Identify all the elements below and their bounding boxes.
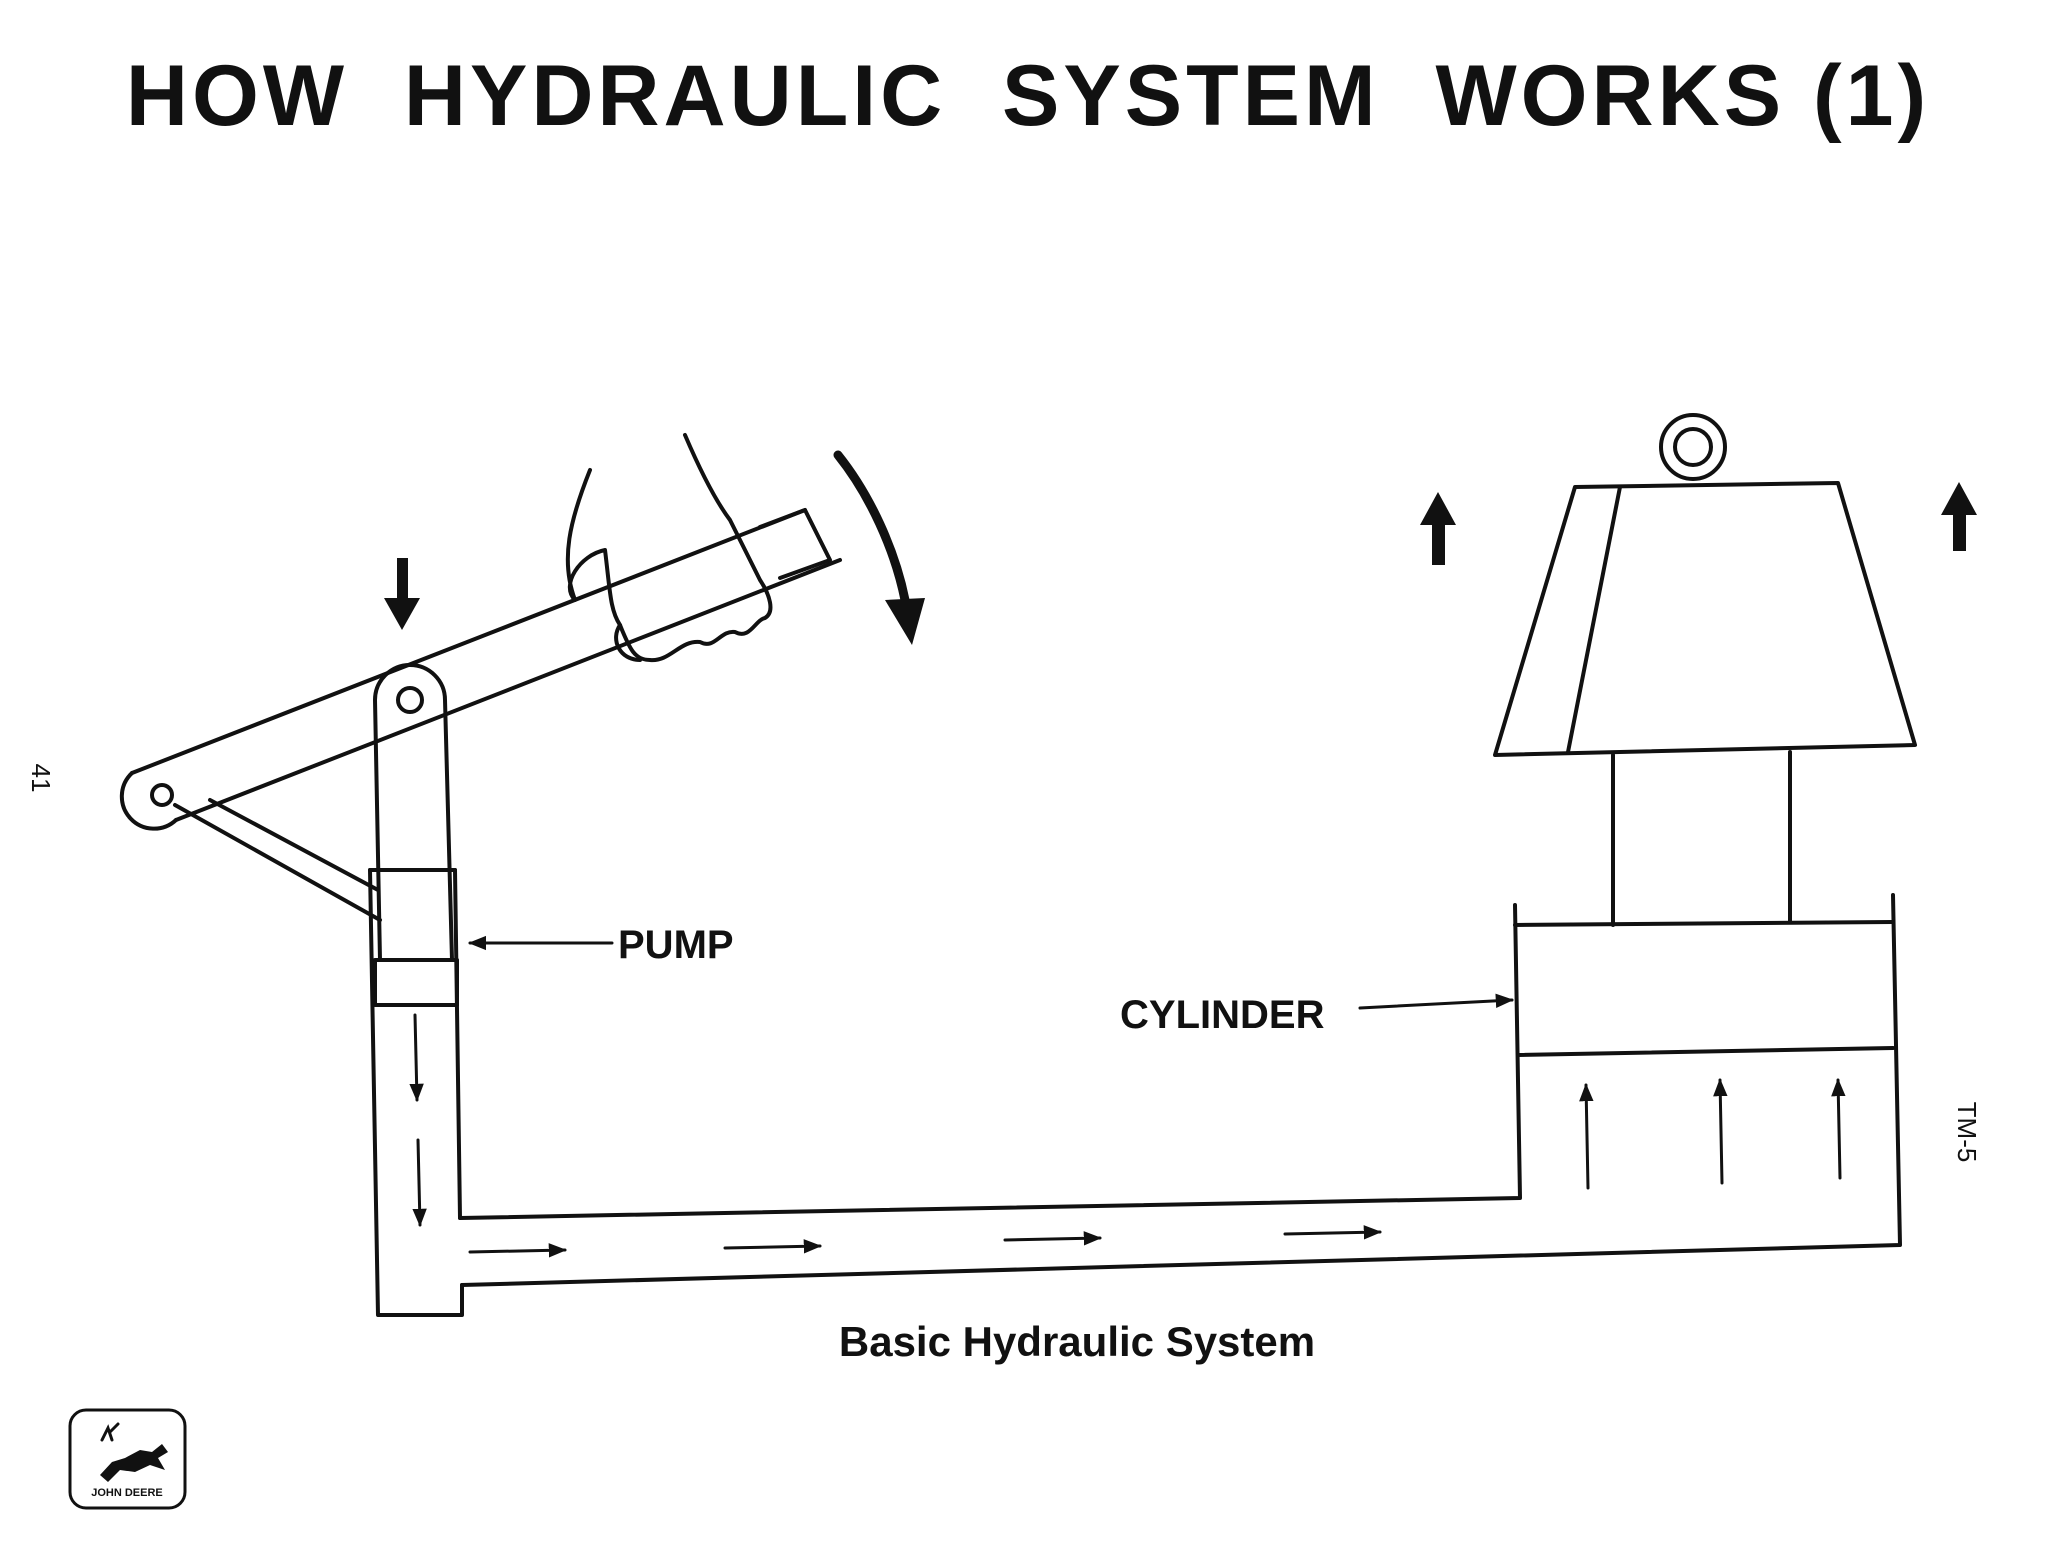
flow-up-arrow <box>1831 1078 1846 1180</box>
hand-illustration <box>565 433 773 663</box>
flow-down-arrow <box>409 1013 424 1102</box>
flow-up-arrow <box>1579 1083 1594 1190</box>
rotation-arrow-icon <box>833 450 910 605</box>
flow-right-arrow <box>1283 1225 1382 1240</box>
pump-callout: PUMP <box>468 923 734 967</box>
page-title: HOW HYDRAULIC SYSTEM WORKS (1) <box>126 48 1930 144</box>
pump-lever <box>119 508 842 922</box>
pump-housing <box>368 868 464 1317</box>
motion-arrows <box>384 450 1977 645</box>
flow-right-arrow <box>1003 1231 1102 1246</box>
figure-caption: Basic Hydraulic System <box>839 1318 1315 1365</box>
leaping-deer-icon <box>100 1444 168 1482</box>
logo-text: JOHN DEERE <box>91 1487 163 1499</box>
flow-arrows <box>409 1013 1846 1258</box>
flow-right-arrow <box>723 1239 822 1254</box>
load-weight <box>1493 413 1917 757</box>
cylinder-label: CYLINDER <box>1120 993 1325 1037</box>
up-arrow-icon <box>1420 492 1456 565</box>
up-arrow-icon <box>1941 482 1977 551</box>
document-code: TM-5 <box>1952 1102 1982 1163</box>
flow-right-arrow <box>468 1243 567 1258</box>
fluid-line <box>458 893 1902 1287</box>
flow-up-arrow <box>1713 1078 1728 1185</box>
page-number: 41 <box>26 764 56 793</box>
cylinder-callout: CYLINDER <box>1120 993 1514 1037</box>
pump-label: PUMP <box>618 923 734 967</box>
flow-down-arrow <box>412 1138 427 1227</box>
down-arrow-icon <box>384 558 420 630</box>
john-deere-logo: JOHN DEERE <box>68 1408 187 1510</box>
pump-piston <box>373 663 459 1007</box>
lift-cylinder <box>1513 750 1895 1057</box>
